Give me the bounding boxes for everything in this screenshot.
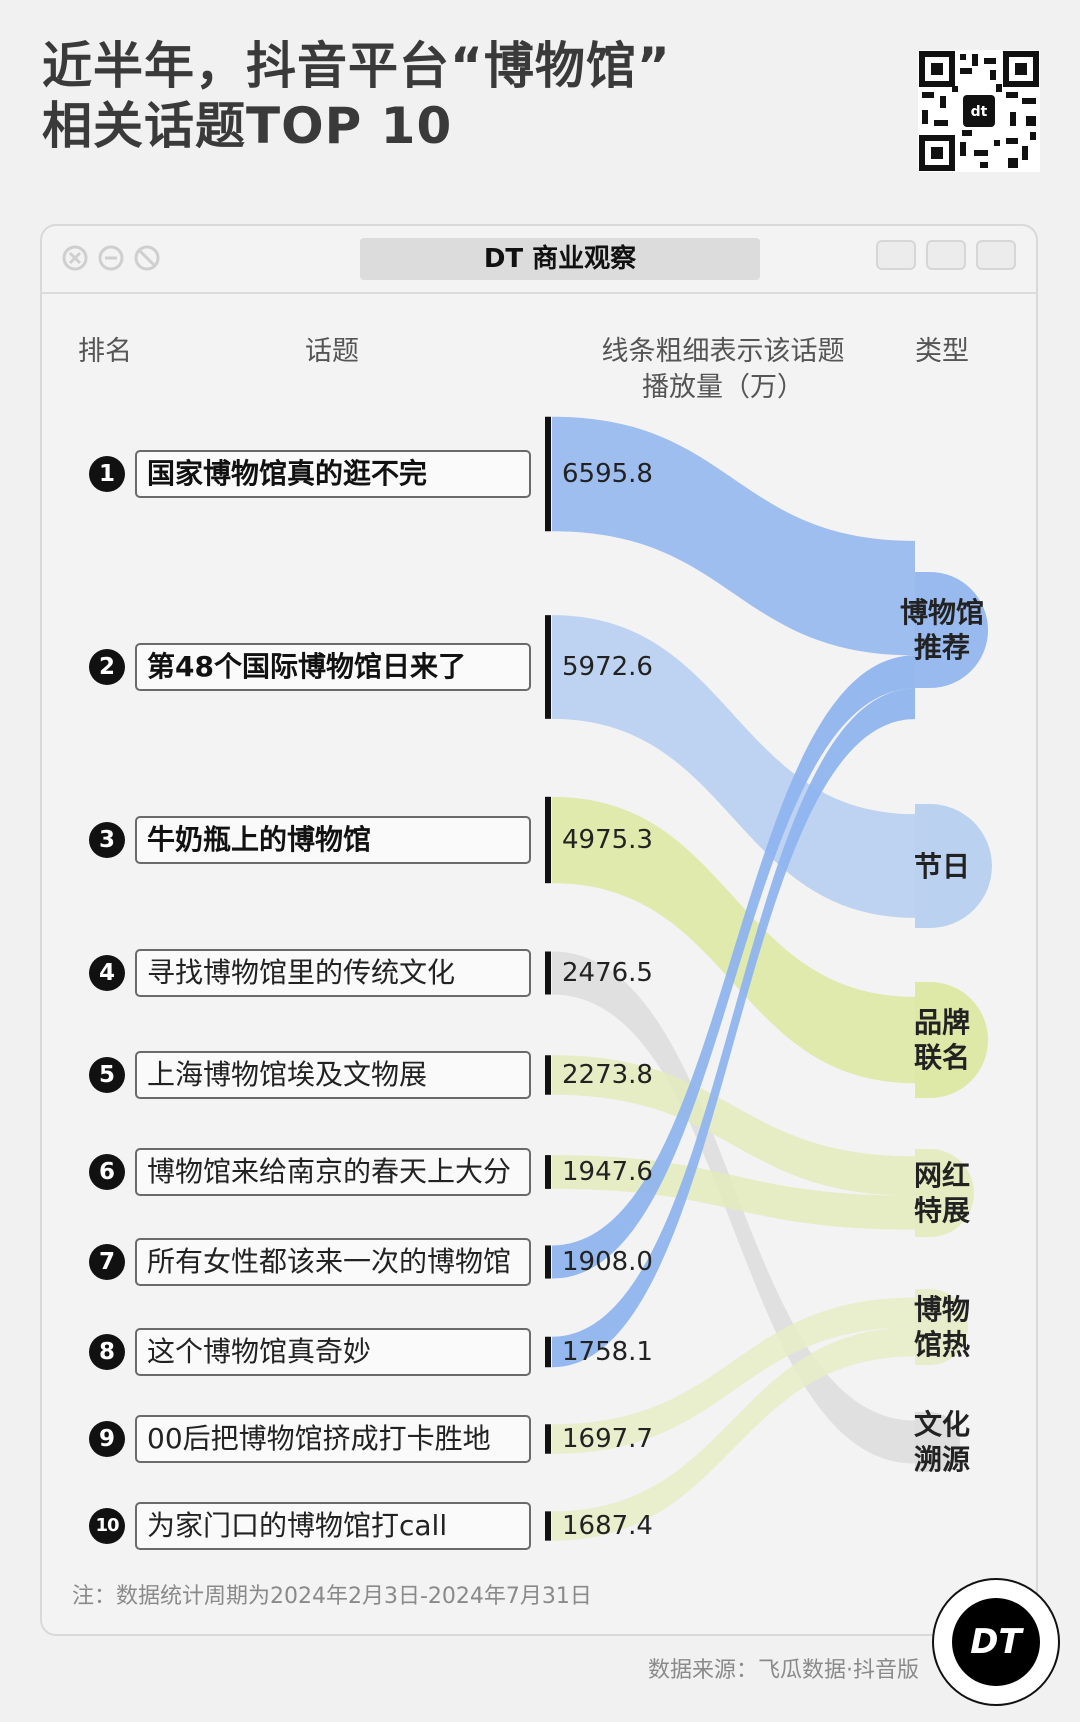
rank-badge-6: 6	[89, 1154, 125, 1190]
topic-label-6: 博物馆来给南京的春天上大分	[135, 1148, 531, 1196]
category-label-line1: 网红	[913, 1159, 970, 1192]
rank-badge-7: 7	[89, 1244, 125, 1280]
column-header-rank: 排名	[78, 336, 132, 367]
dt-logo-text: DT	[952, 1598, 1040, 1686]
value-bar-5	[545, 1055, 551, 1095]
value-label-6: 1947.6	[562, 1157, 653, 1187]
flow-band-5	[552, 1055, 915, 1196]
footnote: 注：数据统计周期为2024年2月3日-2024年7月31日	[72, 1584, 592, 1609]
data-source: 数据来源：飞瓜数据·抖音版	[648, 1658, 919, 1683]
block-icon[interactable]	[134, 245, 160, 271]
category-label-3: 品牌联名	[882, 1005, 1002, 1075]
value-bar-7	[545, 1245, 551, 1279]
close-icon[interactable]	[62, 245, 88, 271]
value-bar-4	[545, 951, 551, 995]
topic-label-7: 所有女性都该来一次的博物馆	[135, 1238, 531, 1286]
category-label-2: 节日	[882, 849, 1002, 884]
flow-band-10	[552, 1327, 915, 1541]
category-label-line2: 馆热	[913, 1328, 970, 1361]
rank-badge-4: 4	[89, 955, 125, 991]
rank-badge-3: 3	[89, 822, 125, 858]
minimize-icon[interactable]	[98, 245, 124, 271]
category-label-line1: 博物馆	[899, 596, 984, 629]
flow-band-6	[552, 1155, 915, 1230]
topic-label-4: 寻找博物馆里的传统文化	[135, 949, 531, 997]
value-label-5: 2273.8	[562, 1060, 653, 1090]
category-node-4	[915, 1149, 974, 1237]
category-label-line1: 博物	[913, 1293, 970, 1326]
category-node-3	[915, 982, 988, 1098]
value-label-2: 5972.6	[562, 652, 653, 682]
value-label-9: 1697.7	[562, 1424, 653, 1454]
column-header-volume-line1: 线条粗细表示该话题	[601, 336, 845, 367]
category-node-6	[915, 1412, 960, 1472]
category-label-line2: 溯源	[913, 1443, 970, 1476]
category-label-line1: 文化	[913, 1408, 970, 1441]
value-label-3: 4975.3	[562, 825, 653, 855]
category-label-line2: 推荐	[913, 631, 970, 664]
title-line-1: 近半年，抖音平台“博物馆”	[42, 37, 671, 95]
value-label-10: 1687.4	[562, 1511, 653, 1541]
flow-band-2	[552, 615, 915, 918]
topic-label-5: 上海博物馆埃及文物展	[135, 1051, 531, 1099]
category-label-line2: 联名	[913, 1041, 970, 1074]
rank-badge-8: 8	[89, 1334, 125, 1370]
column-header-volume-line2: 播放量（万）	[642, 372, 804, 403]
flow-band-1	[552, 416, 915, 656]
value-bar-10	[545, 1511, 551, 1541]
value-bar-1	[545, 416, 551, 532]
value-label-8: 1758.1	[562, 1337, 653, 1367]
category-label-line1: 品牌	[913, 1006, 970, 1039]
category-label-line1: 节日	[913, 849, 970, 883]
rank-badge-10: 10	[89, 1508, 125, 1544]
value-label-4: 2476.5	[562, 958, 653, 988]
record-icon[interactable]	[876, 240, 916, 270]
topic-label-2: 第48个国际博物馆日来了	[135, 643, 531, 691]
value-label-1: 6595.8	[562, 459, 653, 489]
window-titlebar: DT 商业观察	[42, 226, 1036, 294]
title-line-2: 相关话题TOP 10	[42, 97, 453, 155]
flow-band-8	[552, 688, 915, 1368]
copy-icon[interactable]	[976, 240, 1016, 270]
flow-band-7	[552, 655, 915, 1279]
topic-label-1: 国家博物馆真的逛不完	[135, 450, 531, 498]
share-icon[interactable]	[926, 240, 966, 270]
qr-code-icon: dt	[919, 51, 1039, 171]
dt-logo: DT	[932, 1578, 1060, 1706]
category-label-5: 博物馆热	[882, 1292, 1002, 1362]
rank-badge-9: 9	[89, 1421, 125, 1457]
value-bar-6	[545, 1155, 551, 1189]
category-label-6: 文化溯源	[882, 1407, 1002, 1477]
flow-band-9	[552, 1297, 915, 1454]
value-bar-9	[545, 1424, 551, 1454]
column-header-type: 类型	[915, 336, 969, 367]
qr-code[interactable]: dt	[918, 50, 1040, 172]
brand-label: DT 商业观察	[360, 238, 760, 280]
rank-badge-2: 2	[89, 649, 125, 685]
value-bar-3	[545, 796, 551, 884]
category-label-line2: 特展	[913, 1194, 970, 1227]
rank-badge-1: 1	[89, 456, 125, 492]
value-bar-8	[545, 1336, 551, 1368]
column-header-topic: 话题	[305, 336, 359, 367]
topic-label-10: 为家门口的博物馆打call	[135, 1502, 531, 1550]
topic-label-3: 牛奶瓶上的博物馆	[135, 816, 531, 864]
value-label-7: 1908.0	[562, 1247, 653, 1277]
category-node-5	[915, 1289, 968, 1365]
flow-band-3	[552, 796, 915, 1084]
topic-label-8: 这个博物馆真奇妙	[135, 1328, 531, 1376]
category-node-1	[915, 572, 988, 688]
topic-label-9: 00后把博物馆挤成打卡胜地	[135, 1415, 531, 1463]
category-label-1: 博物馆推荐	[882, 595, 1002, 665]
svg-text:dt: dt	[971, 104, 988, 120]
column-header-volume: 线条粗细表示该话题 播放量（万）	[588, 334, 858, 406]
page-title: 近半年，抖音平台“博物馆” 相关话题TOP 10	[42, 36, 671, 156]
category-node-2	[915, 804, 992, 928]
rank-badge-5: 5	[89, 1057, 125, 1093]
category-label-4: 网红特展	[882, 1158, 1002, 1228]
value-bar-2	[545, 615, 551, 719]
